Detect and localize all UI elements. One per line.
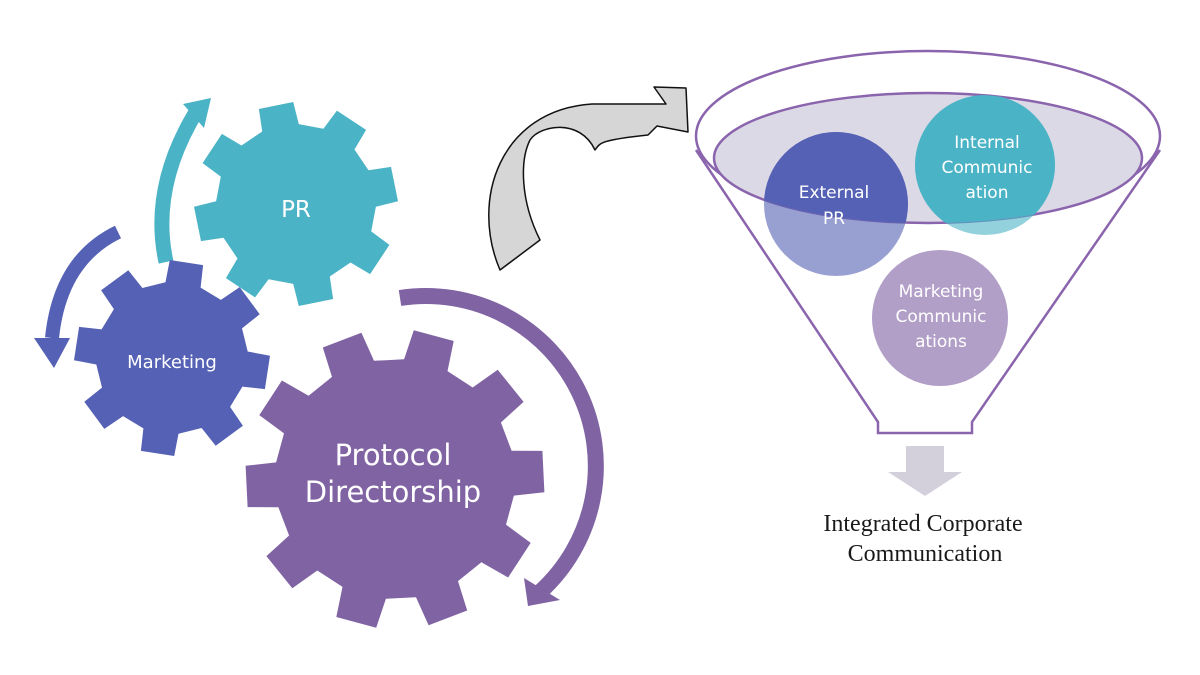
cycle-arrow-purple bbox=[398, 288, 604, 606]
pr-gear-shape bbox=[194, 102, 398, 306]
cycle-arrow-teal bbox=[154, 98, 211, 264]
marketing-communications-circle-shape bbox=[872, 250, 1008, 386]
funnel-output-arrow bbox=[888, 446, 962, 496]
funnel: External PR Internal Communic ation Mark… bbox=[694, 49, 1162, 496]
marketing-communications-circle: Marketing Communic ations bbox=[872, 250, 1008, 386]
marketing-communications-label-line3: ations bbox=[915, 332, 967, 352]
funnel-body-outline bbox=[694, 149, 1162, 435]
protocol-directorship-gear: Protocol Directorship bbox=[245, 330, 545, 628]
result-label-line1: Integrated Corporate bbox=[823, 511, 1022, 537]
external-pr-label-line1: External bbox=[799, 183, 870, 203]
pr-gear: PR bbox=[194, 102, 398, 306]
marketing-gear: Marketing bbox=[74, 260, 270, 456]
pr-gear-label: PR bbox=[281, 197, 311, 223]
internal-communication-label-line3: ation bbox=[966, 183, 1009, 203]
external-pr-label-line2: PR bbox=[823, 209, 845, 229]
external-pr-circle: External PR bbox=[764, 132, 908, 276]
connector-curved-arrow bbox=[488, 86, 689, 271]
internal-communication-circle-upper bbox=[915, 95, 1055, 223]
protocol-gear-shape bbox=[245, 330, 545, 628]
cycle-arrow-blue bbox=[34, 225, 122, 368]
marketing-communications-label-line1: Marketing bbox=[899, 282, 984, 302]
protocol-gear-label-line2: Directorship bbox=[305, 475, 481, 509]
marketing-communications-label-line2: Communic bbox=[895, 307, 986, 327]
marketing-gear-shape bbox=[74, 260, 270, 456]
internal-communication-label-line1: Internal bbox=[954, 133, 1020, 153]
external-pr-circle-upper bbox=[764, 132, 908, 223]
marketing-gear-label: Marketing bbox=[127, 352, 217, 373]
result-label-line2: Communication bbox=[848, 541, 1003, 567]
protocol-gear-label-line1: Protocol bbox=[335, 438, 452, 472]
internal-communication-circle: Internal Communic ation bbox=[915, 95, 1055, 235]
internal-communication-label-line2: Communic bbox=[941, 158, 1032, 178]
